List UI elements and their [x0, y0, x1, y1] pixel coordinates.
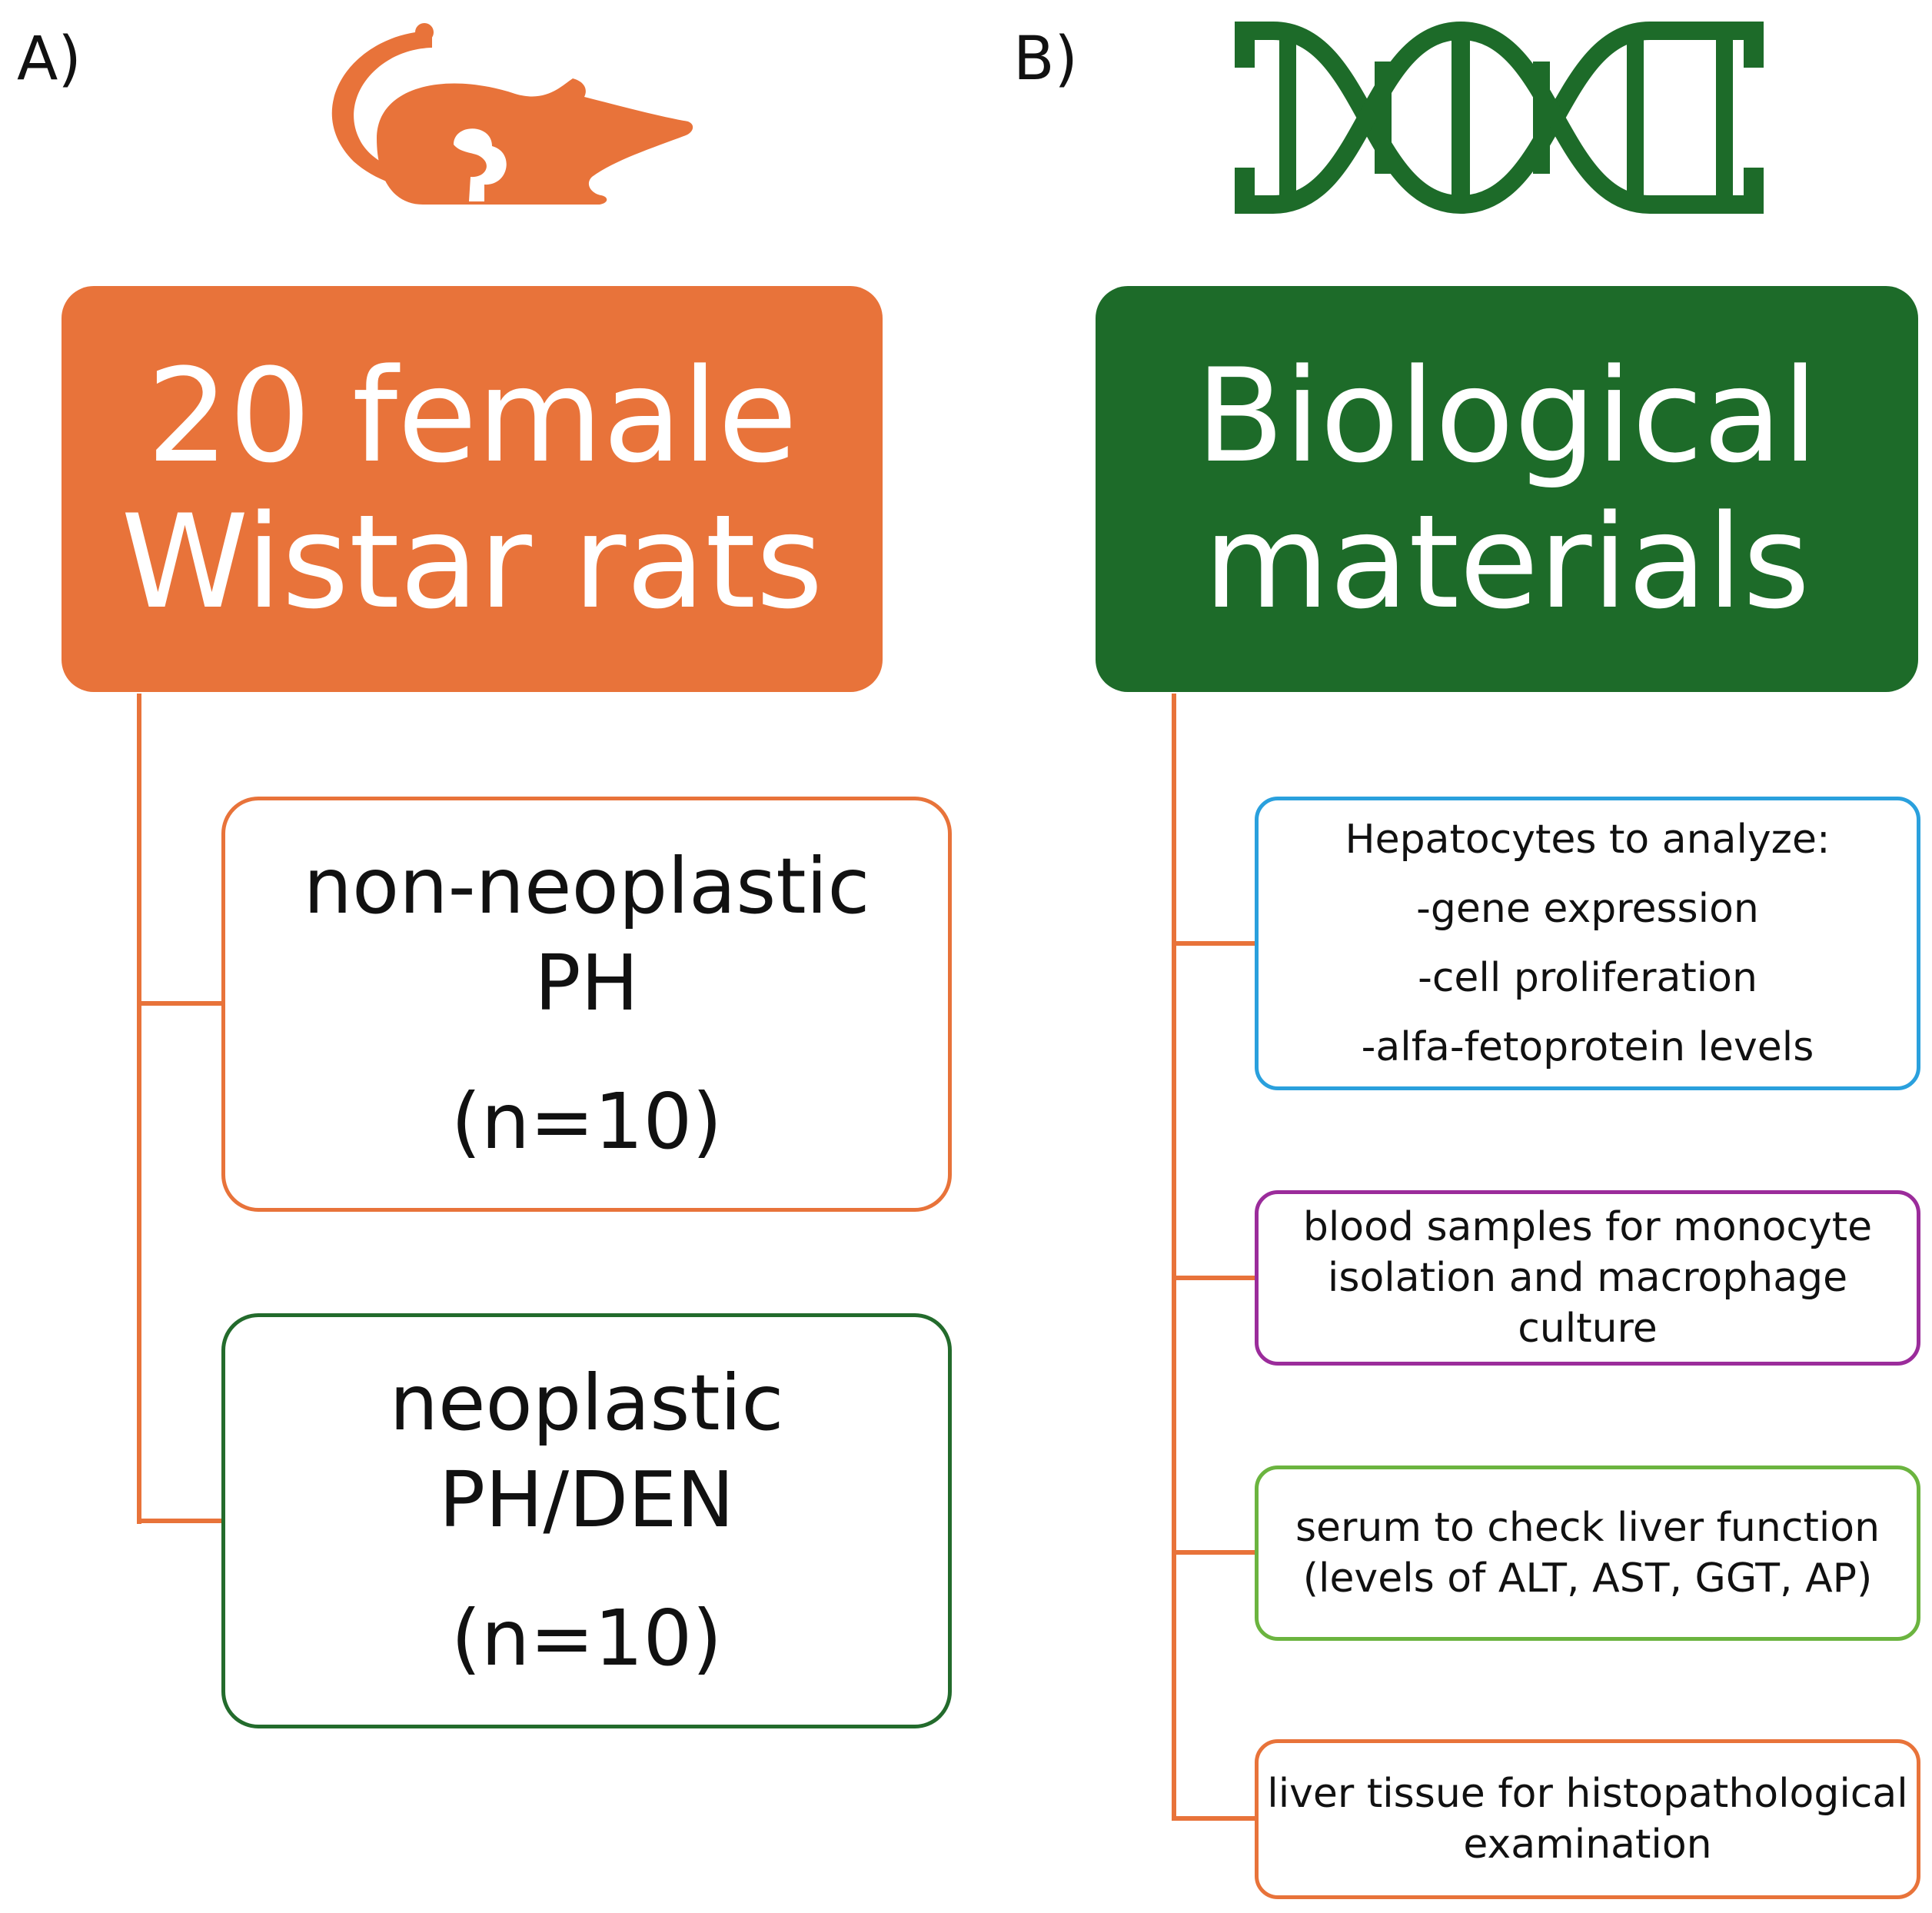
blood-samples-line-3: culture	[1518, 1306, 1658, 1352]
right-branch-2	[1172, 1276, 1256, 1280]
group-2-line-2: PH/DEN	[438, 1455, 735, 1545]
group-2-line-1: neoplastic	[389, 1358, 784, 1448]
hepatocytes-line-1: Hepatocytes to analyze:	[1345, 817, 1831, 863]
group-1-line-3: (n=10)	[451, 1076, 723, 1166]
hepatocytes-line-3: -cell proliferation	[1418, 955, 1757, 1001]
blood-samples-box: blood samples for monocyte isolation and…	[1255, 1190, 1920, 1366]
materials-title-line-1: Biological	[1195, 341, 1818, 491]
rats-title-line-1: 20 female	[146, 341, 798, 491]
serum-line-2: (levels of ALT, AST, GGT, AP)	[1302, 1555, 1873, 1602]
right-tree-trunk	[1172, 694, 1176, 1821]
hepatocytes-line-4: -alfa-fetoprotein levels	[1361, 1024, 1814, 1070]
blood-samples-line-1: blood samples for monocyte	[1302, 1204, 1873, 1250]
group-2-line-3: (n=10)	[451, 1593, 723, 1683]
liver-tissue-line-1: liver tissue for histopathological	[1267, 1771, 1908, 1817]
right-branch-4	[1172, 1816, 1256, 1821]
rats-title-line-2: Wistar rats	[121, 487, 823, 637]
right-branch-3	[1172, 1550, 1256, 1555]
group-1-line-2: PH	[534, 938, 639, 1028]
materials-title-box: Biological materials	[1096, 286, 1918, 692]
group-1-line-1: non-neoplastic	[303, 841, 870, 931]
non-neoplastic-group-box: non-neoplastic PH (n=10)	[221, 797, 952, 1212]
liver-tissue-line-2: examination	[1463, 1822, 1712, 1868]
left-branch-1	[137, 1001, 223, 1006]
blood-samples-line-2: isolation and macrophage	[1327, 1255, 1848, 1301]
dna-icon	[1235, 21, 1764, 215]
panel-a-label: A)	[17, 25, 81, 94]
left-tree-trunk	[137, 694, 141, 1524]
neoplastic-group-box: neoplastic PH/DEN (n=10)	[221, 1313, 952, 1728]
rat-icon	[331, 23, 693, 205]
hepatocytes-line-2: -gene expression	[1416, 886, 1759, 932]
hepatocytes-box: Hepatocytes to analyze: -gene expression…	[1255, 797, 1920, 1090]
right-branch-1	[1172, 941, 1256, 946]
serum-box: serum to check liver function (levels of…	[1255, 1466, 1920, 1641]
panel-b-label: B)	[1013, 25, 1078, 94]
rats-title-box: 20 female Wistar rats	[62, 286, 883, 692]
serum-line-1: serum to check liver function	[1295, 1505, 1880, 1551]
materials-title-line-2: materials	[1203, 487, 1811, 637]
liver-tissue-box: liver tissue for histopathological exami…	[1255, 1739, 1920, 1899]
left-branch-2	[137, 1519, 223, 1523]
